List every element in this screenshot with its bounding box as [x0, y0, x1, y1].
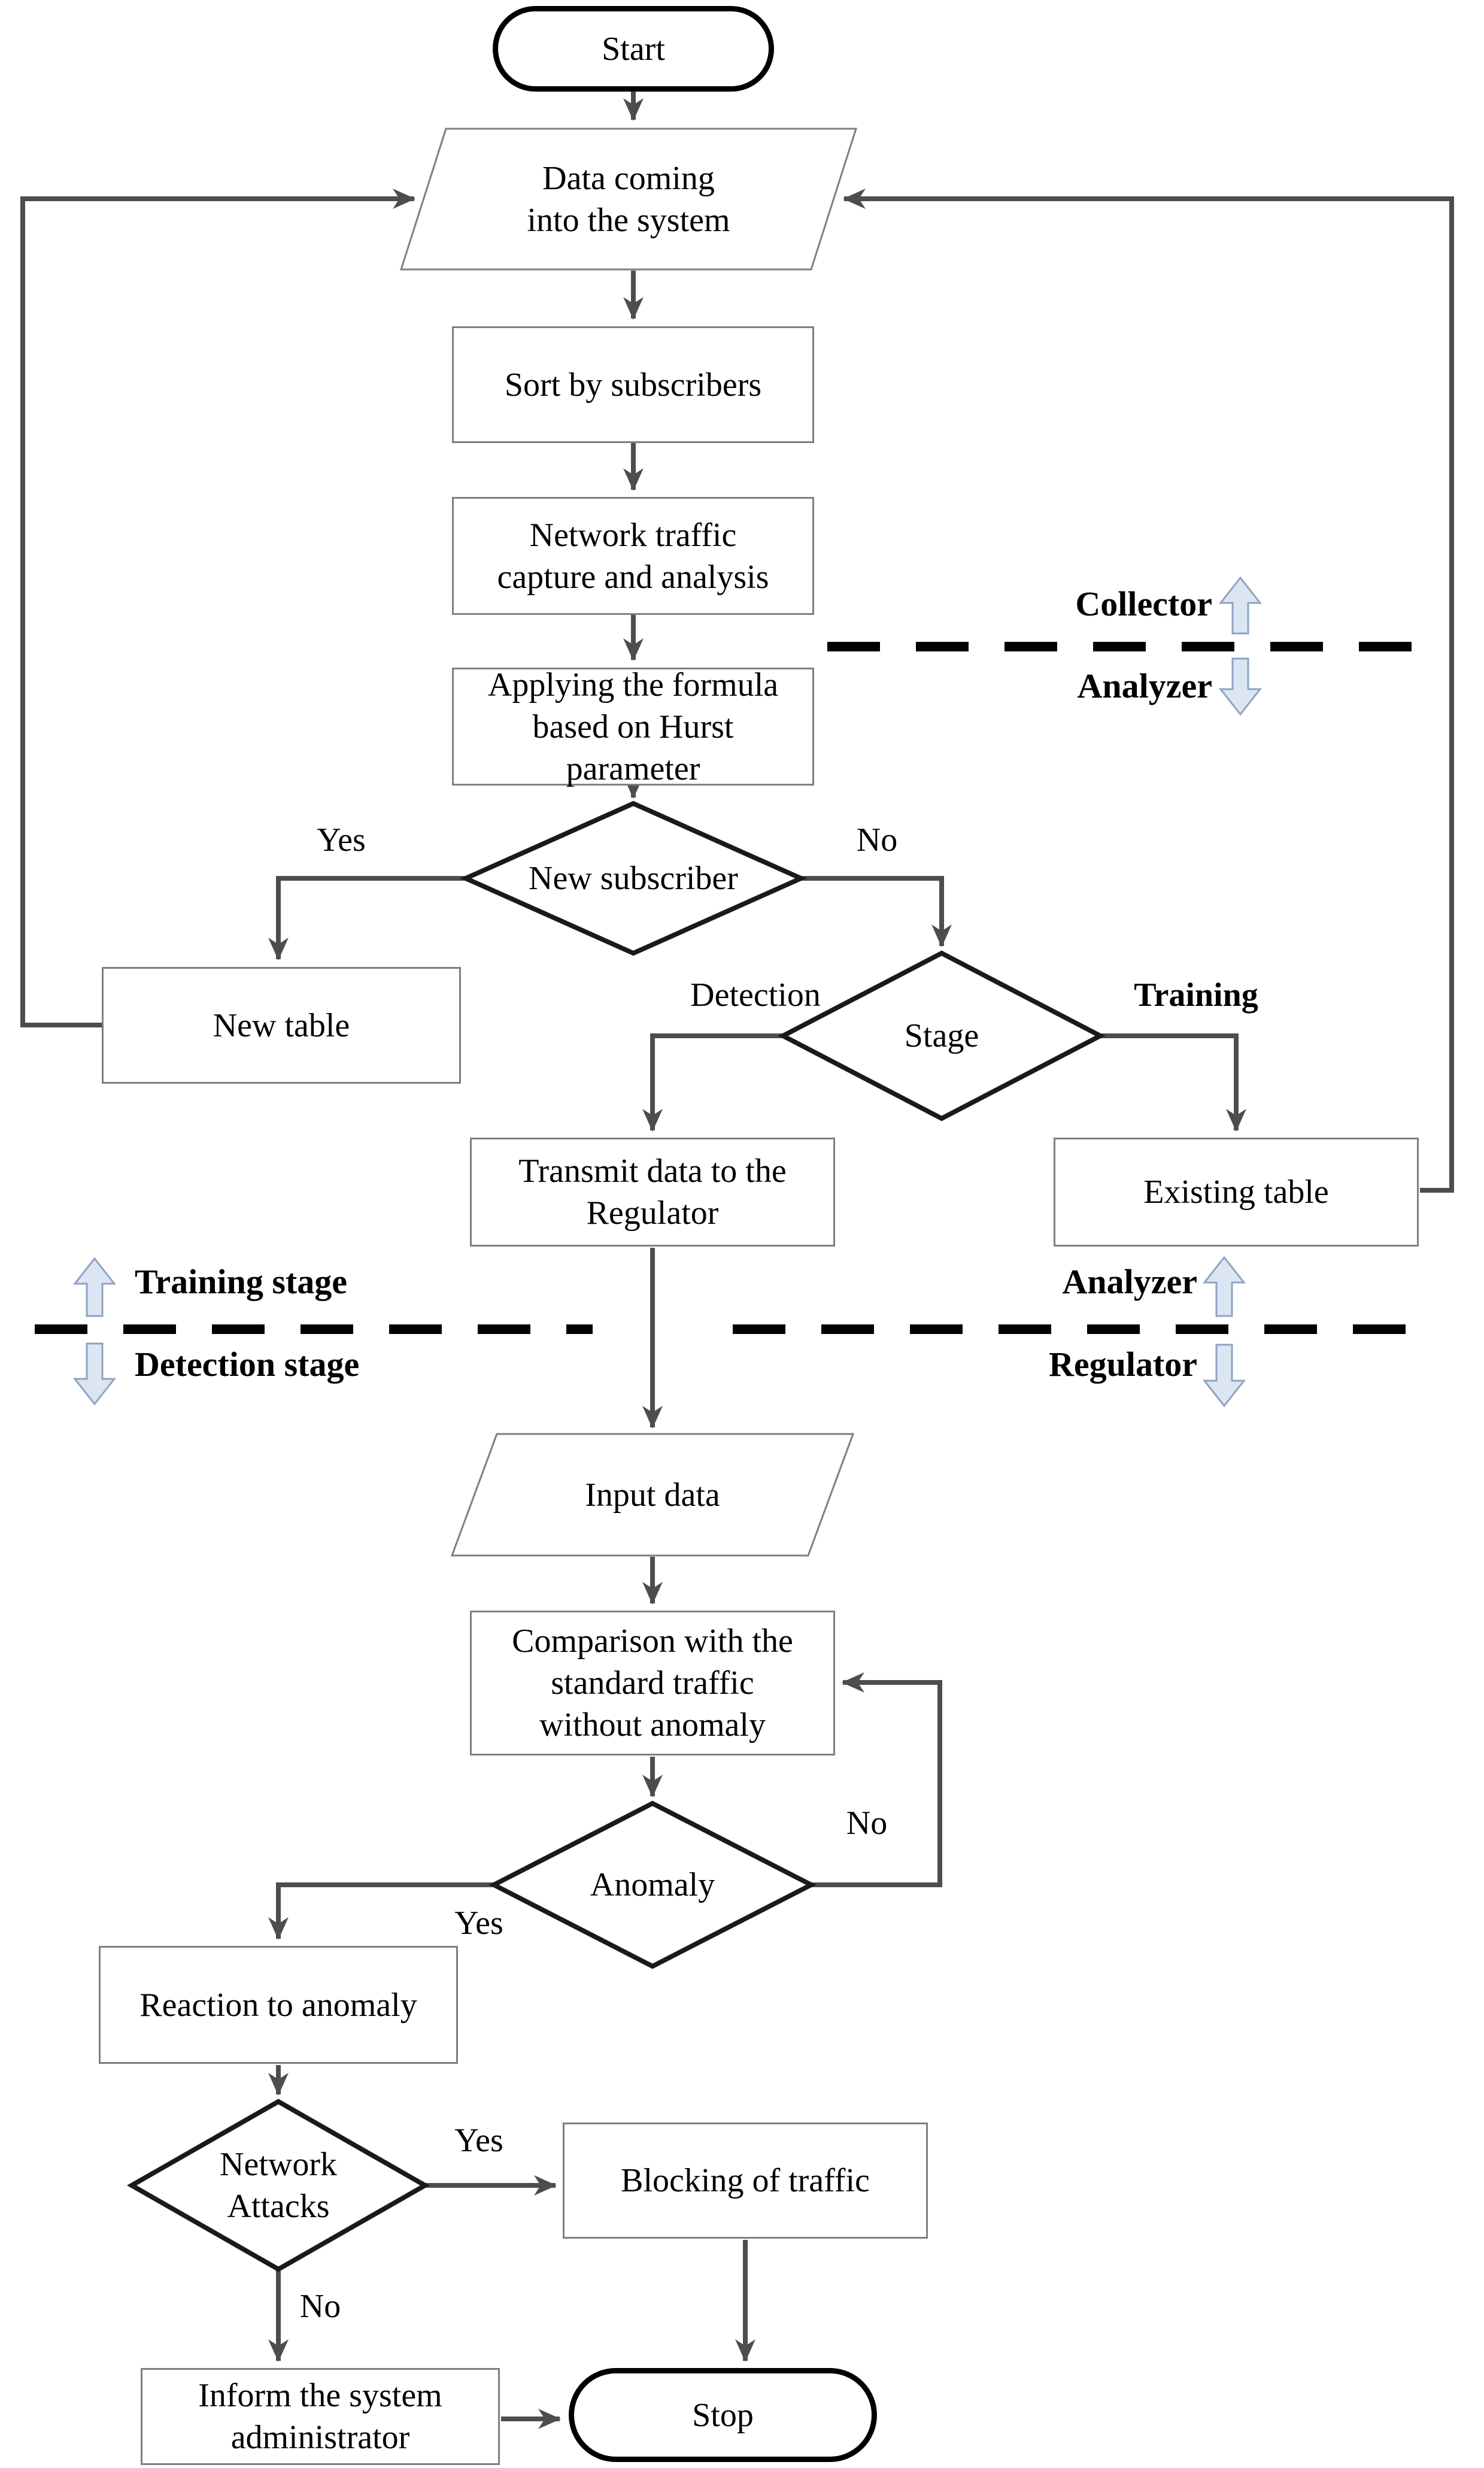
blocking-box: Blocking of traffic [563, 2123, 928, 2239]
anomaly-yes-label: Yes [454, 1905, 503, 1942]
stage-detection-label: Detection [690, 977, 821, 1014]
anomaly-no-label: No [846, 1805, 888, 1842]
inform-label: Inform the system administrator [198, 2377, 442, 2456]
network-attacks-diamond [126, 2099, 430, 2272]
stage-diamond [778, 950, 1106, 1121]
edge-newsub-no-to-stage [801, 876, 952, 947]
input-data-shape [450, 1433, 855, 1557]
net-traffic-label: Network traffic capture and analysis [497, 516, 769, 596]
new-subscriber-diamond [460, 801, 807, 956]
analyzer2-up-arrow-icon [1202, 1256, 1246, 1317]
edge-stage-training-to-existing [1100, 1033, 1246, 1132]
collector-up-arrow-icon [1218, 576, 1263, 635]
edge-stage-detection-to-transmit [642, 1033, 783, 1132]
sort-box: Sort by subscribers [452, 326, 814, 443]
existing-table-box: Existing table [1054, 1138, 1419, 1247]
edge-anomaly-yes-to-reaction [268, 1882, 494, 1940]
training-stage-up-arrow-icon [72, 1257, 117, 1317]
edge-newtable-feedback-left [20, 189, 415, 1027]
stop-terminator: Stop [569, 2368, 877, 2462]
comparison-label: Comparison with the standard traffic wit… [512, 1623, 793, 1744]
new-table-label: New table [213, 1006, 350, 1044]
reaction-label: Reaction to anomaly [139, 1986, 417, 2024]
analyzer-region-label: Analyzer [1077, 666, 1213, 705]
applying-box: Applying the formula based on Hurst para… [452, 666, 814, 787]
start-terminator: Start [493, 6, 774, 92]
transmit-label: Transmit data to the Regulator [518, 1153, 787, 1232]
stop-label: Stop [692, 2396, 754, 2434]
blocking-label: Blocking of traffic [621, 2162, 870, 2199]
applying-label: Applying the formula based on Hurst para… [487, 666, 779, 787]
comparison-box: Comparison with the standard traffic wit… [470, 1611, 835, 1756]
start-label: Start [602, 30, 665, 68]
new-subscriber-yes-label: Yes [317, 821, 366, 859]
existing-table-label: Existing table [1143, 1174, 1329, 1211]
regulator-region-label: Regulator [1048, 1344, 1197, 1384]
detection-stage-region-label: Detection stage [135, 1344, 360, 1384]
edge-existing-feedback-right [843, 189, 1454, 1193]
regulator-down-arrow-icon [1202, 1344, 1246, 1408]
stage-training-label: Training [1134, 977, 1258, 1014]
attacks-yes-label: Yes [454, 2122, 503, 2159]
edge-newsub-yes-to-newtable [268, 876, 466, 960]
sort-label: Sort by subscribers [504, 366, 762, 404]
analyzer2-region-label: Analyzer [1062, 1262, 1198, 1301]
analyzer-down-arrow-icon [1218, 657, 1263, 716]
reaction-box: Reaction to anomaly [99, 1946, 458, 2064]
anomaly-diamond [488, 1800, 817, 1969]
net-traffic-box: Network traffic capture and analysis [452, 497, 814, 615]
transmit-box: Transmit data to the Regulator [470, 1138, 835, 1247]
detection-stage-down-arrow-icon [72, 1342, 117, 1406]
data-coming-shape [399, 128, 858, 271]
new-subscriber-no-label: No [856, 821, 898, 859]
collector-region-label: Collector [1075, 584, 1212, 623]
new-table-box: New table [102, 967, 461, 1084]
edge-anomaly-no-loop [811, 1672, 942, 1887]
attacks-no-label: No [299, 2288, 341, 2325]
training-stage-region-label: Training stage [135, 1262, 347, 1301]
inform-box: Inform the system administrator [141, 2368, 500, 2465]
